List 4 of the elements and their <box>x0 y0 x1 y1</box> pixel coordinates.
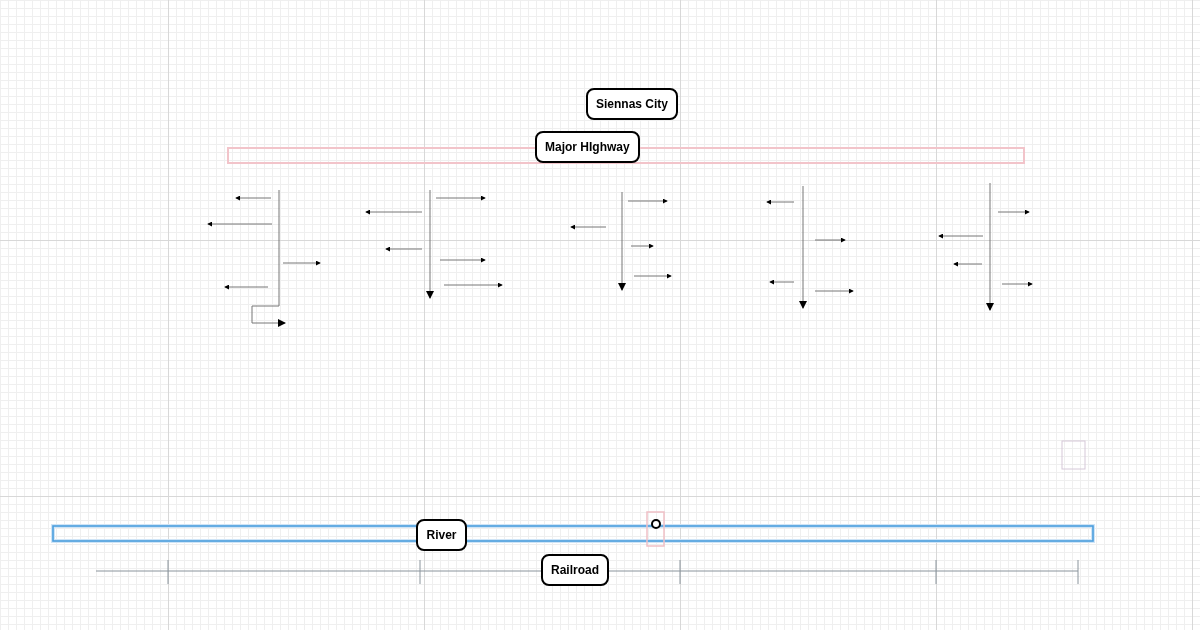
label-box: Railroad <box>541 554 609 586</box>
label-box: River <box>416 519 467 551</box>
label-box: Siennas City <box>586 88 679 120</box>
label-box: Major HIghway <box>535 131 640 163</box>
